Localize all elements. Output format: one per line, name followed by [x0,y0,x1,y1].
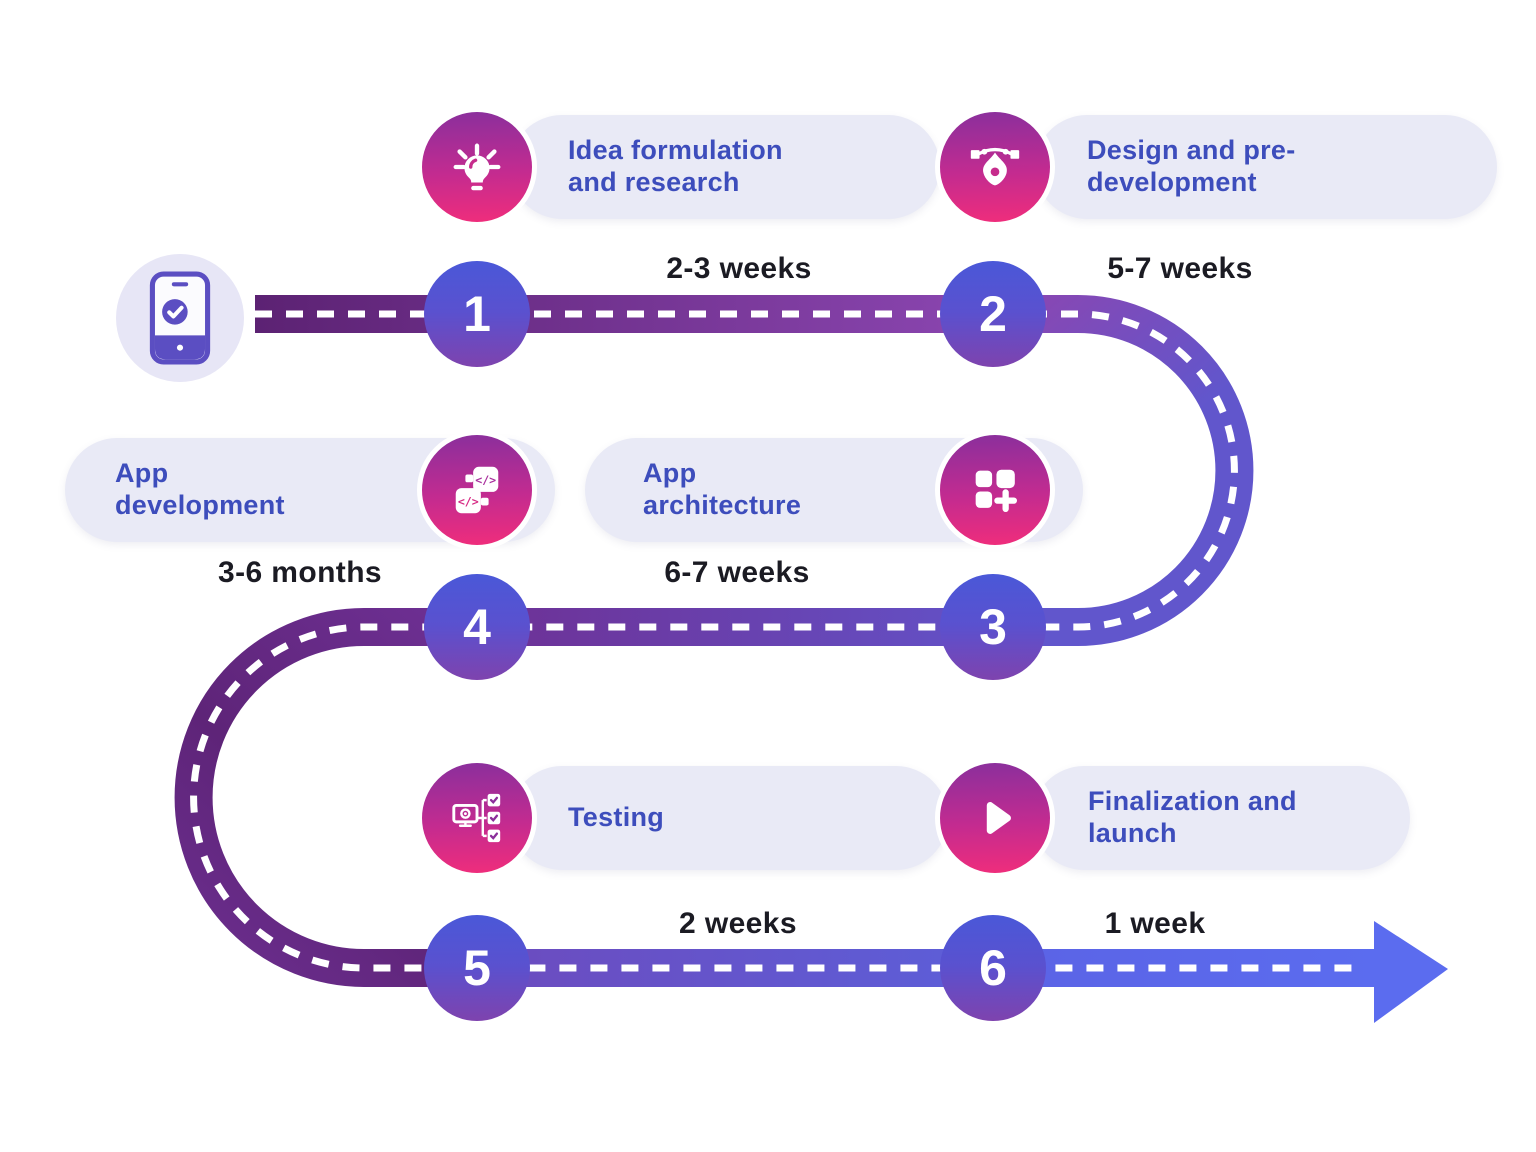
duration-label: 3-6 months [217,556,383,589]
stage-number: 1 [463,286,491,342]
stage-number: 5 [463,940,491,996]
stage-title: App architecture [643,458,802,520]
stage-number: 3 [979,599,1007,655]
stage-title: Idea formulation and research [568,135,783,197]
stage-title: Testing [568,802,665,833]
testing-checklist-icon [417,758,537,878]
stage-title: Design and pre-development [1087,135,1296,197]
stage-title: Finalization and launch [1088,786,1297,848]
duration-label: 2-3 weeks [666,252,812,285]
grid-plus-icon [935,430,1055,550]
stage-node-2: 2 [940,261,1046,367]
pen-tool-icon [935,107,1055,227]
stage-number: 2 [979,286,1007,342]
stage-node-6: 6 [940,915,1046,1021]
stage-pill-design: Design and pre-development [1035,115,1497,219]
stage-node-1: 1 [424,261,530,367]
mobile-phone-check-icon [149,271,211,365]
arrow-head-icon [1374,921,1448,1023]
stage-node-3: 3 [940,574,1046,680]
start-marker-badge [116,254,244,382]
stage-node-4: 4 [424,574,530,680]
duration-label: 1 week [1104,907,1206,940]
road-dashed-centerline [190,310,1362,972]
svg-text:</>: </> [458,494,479,508]
stage-pill-testing: Testing [510,766,948,870]
stage-pill-finalization: Finalization and launch [1032,766,1410,870]
lightbulb-icon [417,107,537,227]
duration-label: 6-7 weeks [664,556,810,589]
play-icon [935,758,1055,878]
stage-pill-idea: Idea formulation and research [510,115,940,219]
duration-label: 5-7 weeks [1107,252,1253,285]
stage-title: App development [115,458,285,520]
stage-node-5: 5 [424,915,530,1021]
code-blocks-icon: </> </> [417,430,537,550]
duration-label: 2 weeks [679,907,797,940]
svg-text:</>: </> [475,473,496,487]
stage-number: 4 [463,599,491,655]
stage-number: 6 [979,940,1007,996]
